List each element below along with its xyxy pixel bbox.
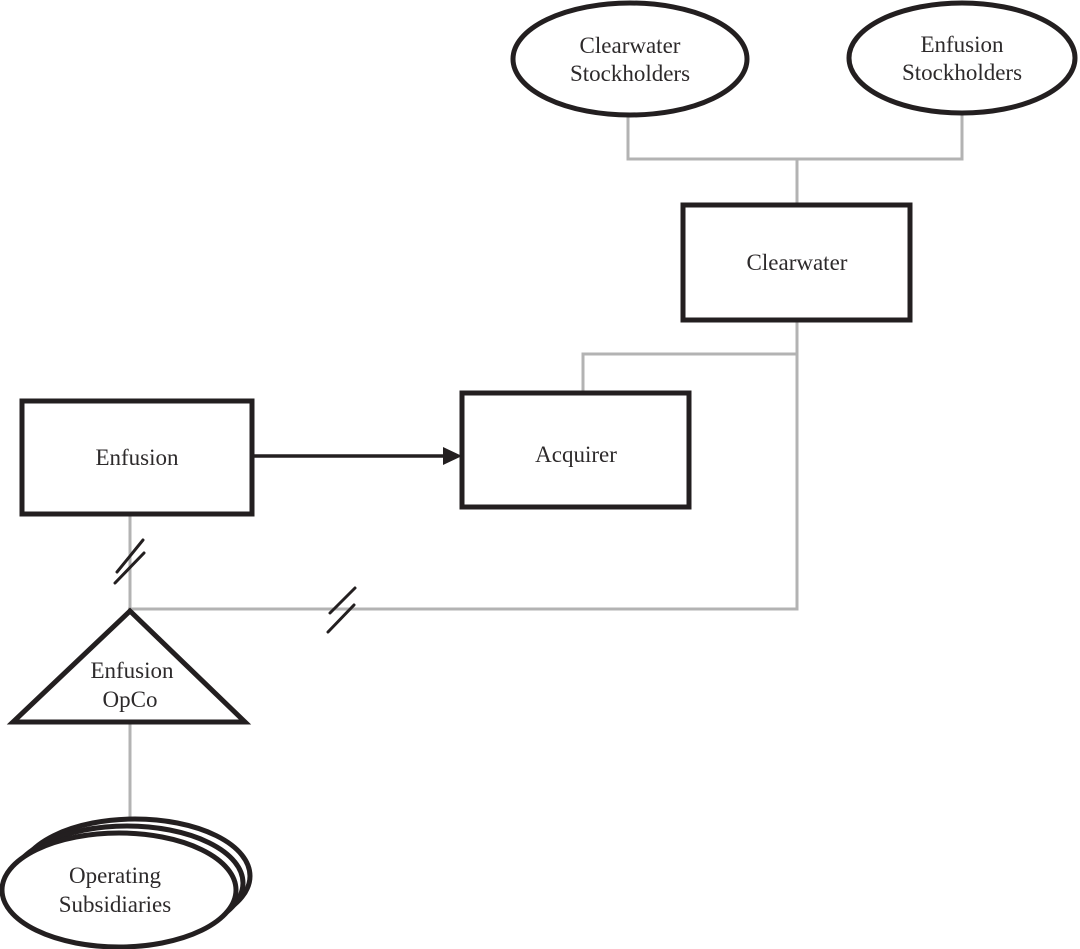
clearwater-stockholders-label-line1: Clearwater [580, 33, 681, 58]
clearwater-stockholders-label-line2: Stockholders [570, 61, 690, 86]
severed-mark-clearwater-opco [326, 586, 357, 634]
enfusion-label: Enfusion [95, 445, 179, 470]
severed-mark-enfusion-opco [113, 538, 146, 585]
node-acquirer: Acquirer [459, 390, 692, 510]
node-operating-subsidiaries: Operating Subsidiaries [0, 816, 253, 949]
node-clearwater: Clearwater [680, 202, 913, 323]
subsidiaries-ellipse-front [0, 830, 239, 949]
clearwater-label: Clearwater [747, 250, 848, 275]
clearwater-stockholders-ellipse [510, 0, 750, 118]
node-enfusion-opco: Enfusion OpCo [6, 607, 252, 725]
severed-slash [326, 603, 356, 634]
enfusion-box [19, 398, 255, 517]
clearwater-box [680, 202, 913, 323]
enfusion-stockholders-ellipse [846, 0, 1078, 116]
merger-arrow [254, 447, 462, 465]
enfusion-opco-label-line1: Enfusion [90, 658, 174, 683]
node-enfusion: Enfusion [19, 398, 255, 517]
node-clearwater-stockholders: Clearwater Stockholders [510, 0, 750, 118]
node-enfusion-stockholders: Enfusion Stockholders [846, 0, 1078, 116]
operating-subsidiaries-label-line1: Operating [69, 863, 161, 888]
connector-clearwater-to-acquirer [581, 352, 797, 394]
enfusion-stockholders-label-line2: Stockholders [902, 60, 1022, 85]
acquirer-label: Acquirer [535, 442, 617, 467]
severed-slash [115, 538, 145, 574]
severed-slash [113, 551, 146, 585]
connector-lines [128, 112, 964, 826]
enfusion-opco-triangle [6, 607, 252, 725]
acquirer-box [459, 390, 692, 510]
connector-stockholders-merge [626, 112, 964, 161]
operating-subsidiaries-label-line2: Subsidiaries [59, 892, 171, 917]
enfusion-stockholders-label-line1: Enfusion [920, 32, 1004, 57]
enfusion-opco-label-line2: OpCo [103, 687, 158, 712]
merger-arrow-head [443, 447, 462, 465]
severed-slash [328, 586, 357, 615]
